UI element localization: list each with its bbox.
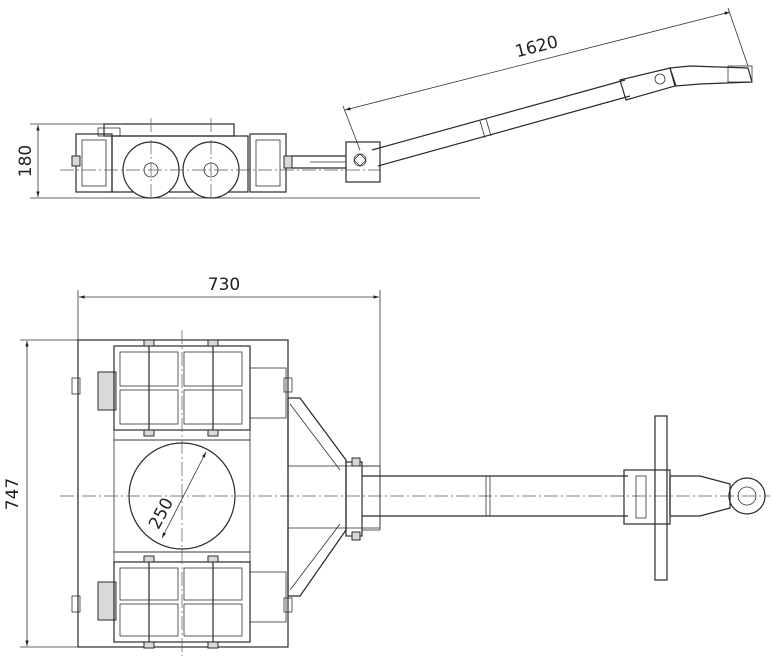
- top-clevis: [345, 461, 363, 537]
- side-housing: [111, 135, 249, 193]
- dim-width-label: 730: [208, 275, 240, 295]
- dim-handle-length-label: 1620: [513, 32, 560, 62]
- dim-height: 180: [16, 123, 104, 197]
- side-view: 1620 180: [16, 7, 753, 200]
- top-roller-housing-upper: [113, 339, 251, 441]
- side-right-frame: [249, 133, 287, 193]
- top-cross-handle: [654, 415, 668, 581]
- dim-width: 730: [77, 275, 381, 466]
- top-view: 250: [3, 275, 770, 656]
- side-top-plate: [103, 123, 235, 137]
- top-tow-eye: [728, 477, 766, 515]
- dim-handle-length: 1620: [342, 7, 749, 151]
- dim-turntable-diameter-label: 250: [145, 495, 178, 533]
- side-tow-bar: [371, 65, 753, 167]
- dim-height-label: 180: [16, 145, 36, 177]
- dim-depth-label: 747: [3, 478, 23, 510]
- top-tow-bar: [362, 415, 766, 581]
- top-bracket: [287, 397, 347, 597]
- side-left-frame: [75, 133, 113, 193]
- dim-depth: 747: [3, 339, 78, 648]
- side-clevis: [345, 141, 381, 183]
- dim-turntable-diameter: 250: [145, 451, 207, 539]
